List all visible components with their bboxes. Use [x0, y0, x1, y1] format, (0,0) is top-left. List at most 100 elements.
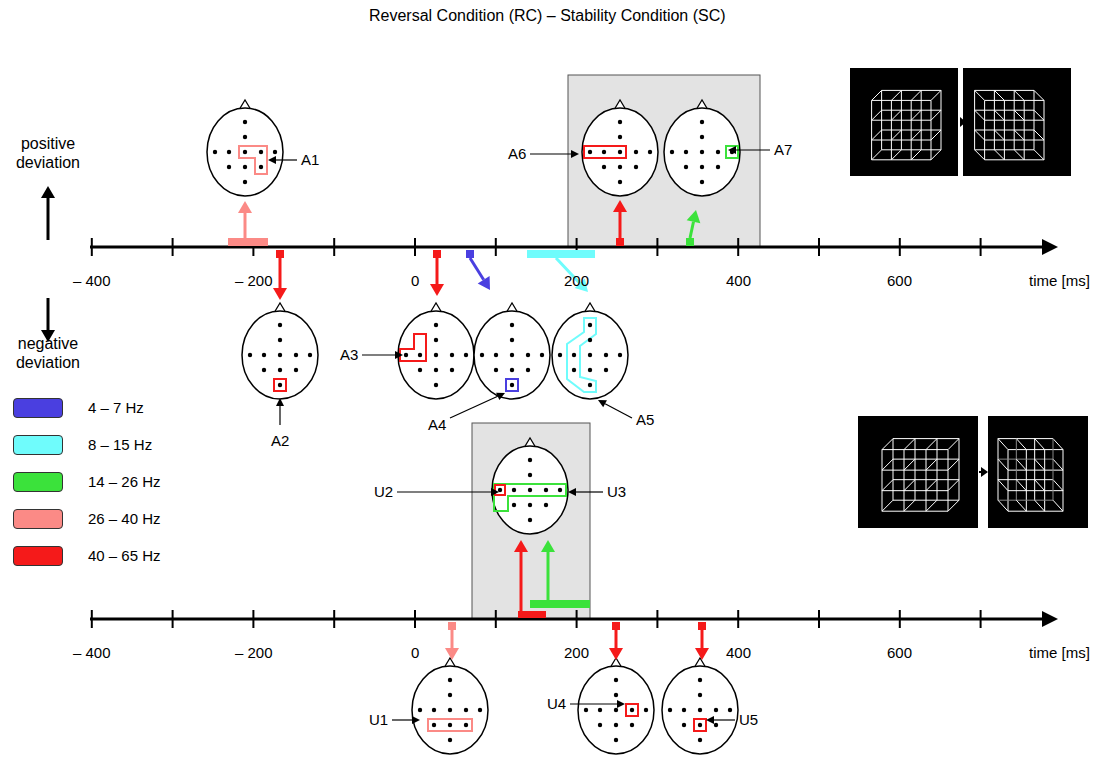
electrode	[716, 150, 720, 154]
electrode	[716, 165, 720, 169]
cube-edge	[931, 150, 941, 160]
effect-arrow	[273, 288, 287, 300]
direction-arrow	[47, 198, 50, 240]
cube-edge	[872, 150, 882, 160]
time-window	[686, 238, 694, 246]
axis-tick	[737, 610, 739, 628]
electrode	[243, 135, 247, 139]
electrode-group	[506, 379, 518, 391]
electrode	[418, 353, 422, 357]
electrode	[618, 135, 622, 139]
leader-arrow	[605, 404, 632, 418]
electrode	[294, 368, 298, 372]
cube-edge	[931, 90, 941, 100]
leader-arrow	[412, 716, 420, 724]
cube-edge	[1053, 500, 1063, 511]
axis-tick	[576, 610, 578, 628]
figure-title: Reversal Condition (RC) – Stability Cond…	[369, 6, 726, 25]
electrode-group	[726, 146, 738, 158]
electrode	[510, 383, 514, 387]
axis-tick	[495, 238, 497, 256]
axis-tick	[333, 610, 335, 628]
electrode	[544, 488, 548, 492]
electrode	[434, 383, 438, 387]
tick-label: 400	[726, 644, 751, 662]
electrode	[544, 503, 548, 507]
electrode-group	[584, 146, 626, 158]
cube-edge	[994, 150, 1004, 160]
electrode	[262, 368, 266, 372]
cube-edge	[998, 439, 1008, 450]
time-window	[698, 622, 706, 630]
electrode-group	[567, 318, 596, 392]
cube-edge	[994, 90, 995, 149]
cube-edge	[1053, 439, 1063, 450]
cube-edge	[891, 130, 901, 140]
electrode	[698, 708, 702, 712]
leader-arrow	[568, 488, 576, 496]
electrode-group	[428, 719, 472, 731]
cube-edge	[882, 439, 893, 450]
cube-edge	[1035, 459, 1045, 470]
cube-edge	[904, 500, 915, 511]
electrode	[510, 323, 514, 327]
scalp-map	[492, 438, 568, 534]
axis-tick	[656, 610, 658, 628]
electrode	[448, 693, 452, 697]
electrode	[668, 708, 672, 712]
electrode	[526, 368, 530, 372]
electrode	[670, 150, 674, 154]
leader-arrow	[496, 393, 505, 400]
electrode	[432, 723, 436, 727]
electrode	[634, 150, 638, 154]
callout-number: A4	[428, 416, 446, 434]
electrode	[618, 150, 622, 154]
callout-number: A2	[271, 432, 289, 450]
electrode	[614, 708, 618, 712]
leader-arrow	[598, 400, 607, 407]
cube-edge	[998, 500, 1008, 511]
cube-edge	[882, 490, 948, 491]
electrode	[558, 488, 562, 492]
electrode	[698, 723, 702, 727]
electrode	[588, 368, 592, 372]
electrode	[510, 338, 514, 342]
effect-arrow	[695, 648, 709, 660]
leader-arrow	[570, 703, 617, 704]
head-outline	[664, 108, 740, 196]
scalp-map	[664, 100, 740, 196]
axis-unit: time [ms]	[1029, 272, 1090, 290]
electrode	[432, 708, 436, 712]
time-window	[616, 238, 624, 246]
electrode	[648, 150, 652, 154]
cube-edge	[975, 110, 985, 120]
cube-edge	[926, 450, 927, 512]
legend-label: 4 – 7 Hz	[88, 399, 144, 417]
head-outline	[492, 446, 568, 534]
effect-arrow	[690, 222, 693, 238]
head-outline	[474, 311, 550, 399]
cube-edge	[975, 90, 985, 100]
cube-edge	[882, 130, 941, 131]
electrode	[278, 338, 282, 342]
electrode	[634, 165, 638, 169]
cube-edge	[931, 100, 932, 159]
axis-tick	[414, 238, 416, 256]
cube-edge	[882, 90, 941, 91]
cube-edge	[998, 480, 1008, 491]
stimulus-image	[988, 416, 1088, 528]
axis-tick	[737, 238, 739, 256]
electrode	[243, 165, 247, 169]
electrode	[700, 165, 704, 169]
electrode	[614, 678, 618, 682]
effect-arrow	[279, 258, 282, 288]
electrode	[259, 150, 263, 154]
time-window	[466, 250, 474, 258]
cube-edge	[1034, 439, 1035, 501]
leader-arrow	[362, 354, 395, 355]
stimulus-image	[850, 68, 958, 176]
tick-label: 600	[887, 272, 912, 290]
cube-edge	[1014, 150, 1024, 160]
electrode	[588, 150, 592, 154]
cube-edge	[998, 438, 1053, 439]
